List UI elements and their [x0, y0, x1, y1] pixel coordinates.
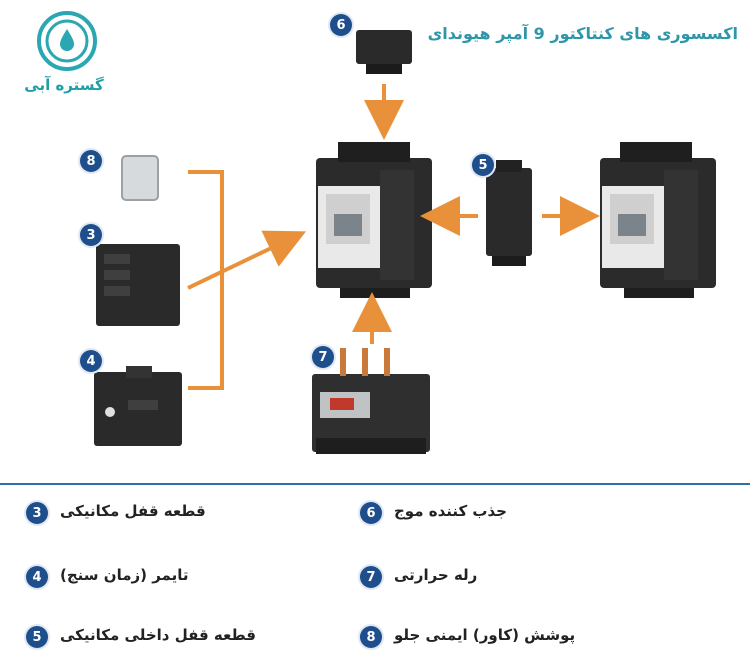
arrow-to-contactor — [187, 230, 307, 290]
page-title: اکسسوری های کنتاکتور 9 آمپر هیوندای — [427, 24, 738, 43]
badge-8: 8 — [80, 150, 102, 172]
legend-badge-5: 5 — [26, 626, 48, 648]
bracket-connector — [188, 170, 224, 390]
legend-badge-4: 4 — [26, 566, 48, 588]
legend-label-4: تایمر (زمان سنج) — [60, 566, 189, 584]
logo-text: گستره آبی — [24, 76, 104, 94]
legend-badge-3: 3 — [26, 502, 48, 524]
logo — [36, 10, 98, 72]
legend-label-7: رله حرارتی — [394, 566, 478, 584]
legend-label-8: پوشش (کاور) ایمنی جلو — [394, 626, 576, 644]
badge-7: 7 — [312, 346, 334, 368]
legend-badge-6: 6 — [360, 502, 382, 524]
divider — [0, 483, 750, 485]
water-drop-logo-icon — [37, 11, 97, 71]
thermal-relay-image — [312, 348, 430, 454]
badge-3: 3 — [80, 224, 102, 246]
mechanical-interlock-image — [486, 160, 532, 266]
badge-4: 4 — [80, 350, 102, 372]
main-contactor-image — [316, 142, 432, 298]
timer-image — [94, 366, 182, 446]
legend-badge-8: 8 — [360, 626, 382, 648]
mechanical-lock-image — [96, 244, 180, 326]
front-cover-image — [121, 155, 159, 201]
legend-badge-7: 7 — [360, 566, 382, 588]
surge-absorber-image — [356, 30, 412, 74]
badge-5: 5 — [472, 154, 494, 176]
right-contactor-image — [600, 142, 716, 298]
legend-label-3: قطعه قفل مکانیکی — [60, 502, 206, 520]
legend-label-6: جذب کننده موج — [394, 502, 507, 520]
badge-6: 6 — [330, 14, 352, 36]
accessory-diagram — [94, 30, 716, 454]
legend-label-5: قطعه قفل داخلی مکانیکی — [60, 626, 256, 644]
